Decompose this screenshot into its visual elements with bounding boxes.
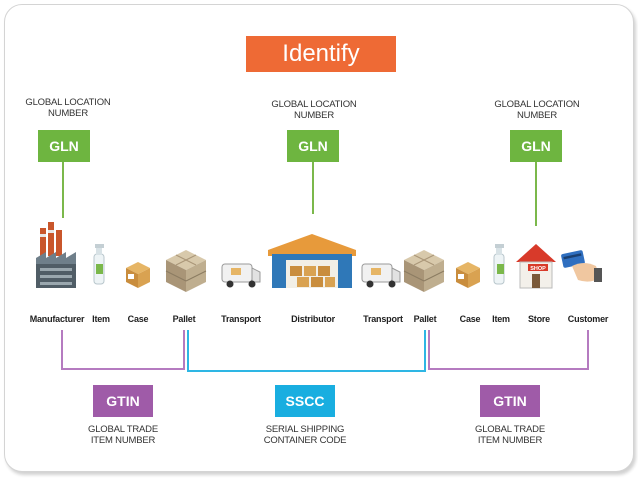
gln-connector <box>312 162 314 214</box>
gln-box-manufacturer: GLN <box>38 130 90 162</box>
node-label-transport: Transport <box>221 314 261 324</box>
gtin-right-bracket <box>428 330 589 370</box>
gln-caption-line1: GLOBAL LOCATION <box>25 97 111 108</box>
gln-caption-line1: GLOBAL LOCATION <box>494 99 580 110</box>
gtin-box-left: GTIN <box>93 385 153 417</box>
gln-caption-line2: NUMBER <box>294 110 334 121</box>
node-label-item: Item <box>92 314 110 324</box>
gtin-box-right: GTIN <box>480 385 540 417</box>
factory-icon <box>36 222 76 288</box>
shop-icon: SHOP <box>516 244 556 289</box>
shop-sign-text: SHOP <box>530 266 546 272</box>
node-label-pallet: Pallet <box>172 314 196 324</box>
pallet-icon <box>165 250 207 292</box>
sscc-box: SSCC <box>275 385 335 417</box>
gln-box-distributor: GLN <box>287 130 339 162</box>
gtin-caption-line2: ITEM NUMBER <box>90 435 156 446</box>
warehouse-icon <box>268 234 356 288</box>
bottle-icon <box>93 244 105 285</box>
sscc-bracket <box>187 330 426 372</box>
gln-caption-line1: GLOBAL LOCATION <box>271 99 357 110</box>
gln-caption-line2: NUMBER <box>48 108 88 119</box>
gln-connector <box>535 162 537 226</box>
gln-caption-store: GLOBAL LOCATION NUMBER <box>491 99 583 121</box>
diagram-title: Identify <box>246 36 396 72</box>
node-label-pallet: Pallet <box>413 314 437 324</box>
node-label-store: Store <box>527 314 550 324</box>
node-label-transport: Transport <box>363 314 403 324</box>
node-label-item: Item <box>492 314 510 324</box>
node-label-case: Case <box>459 314 481 324</box>
gtin-caption-line1: GLOBAL TRADE <box>88 424 158 435</box>
case-icon <box>456 262 480 288</box>
gtin-caption-line2: ITEM NUMBER <box>477 435 543 446</box>
card-payment-icon <box>561 250 602 282</box>
van-icon <box>361 263 401 288</box>
case-icon <box>126 262 150 288</box>
node-label-customer: Customer <box>567 314 609 324</box>
gtin-left-caption: GLOBAL TRADE ITEM NUMBER <box>74 424 172 446</box>
gtin-right-caption: GLOBAL TRADE ITEM NUMBER <box>461 424 559 446</box>
van-icon <box>221 263 261 288</box>
node-label-case: Case <box>127 314 149 324</box>
pallet-icon <box>403 250 445 292</box>
node-label-manufacturer: Manufacturer <box>29 314 85 324</box>
gln-box-store: GLN <box>510 130 562 162</box>
gln-caption-distributor: GLOBAL LOCATION NUMBER <box>268 99 360 121</box>
node-label-distributor: Distributor <box>291 314 335 324</box>
sscc-caption-line2: CONTAINER CODE <box>263 435 347 446</box>
gtin-caption-line1: GLOBAL TRADE <box>475 424 545 435</box>
gln-connector <box>62 162 64 218</box>
gln-caption-manufacturer: GLOBAL LOCATION NUMBER <box>22 97 114 119</box>
sscc-caption-line1: SERIAL SHIPPING <box>265 424 345 435</box>
gtin-left-bracket <box>61 330 185 370</box>
bottle-icon <box>493 244 505 285</box>
sscc-caption: SERIAL SHIPPING CONTAINER CODE <box>252 424 358 446</box>
gln-caption-line2: NUMBER <box>517 110 557 121</box>
